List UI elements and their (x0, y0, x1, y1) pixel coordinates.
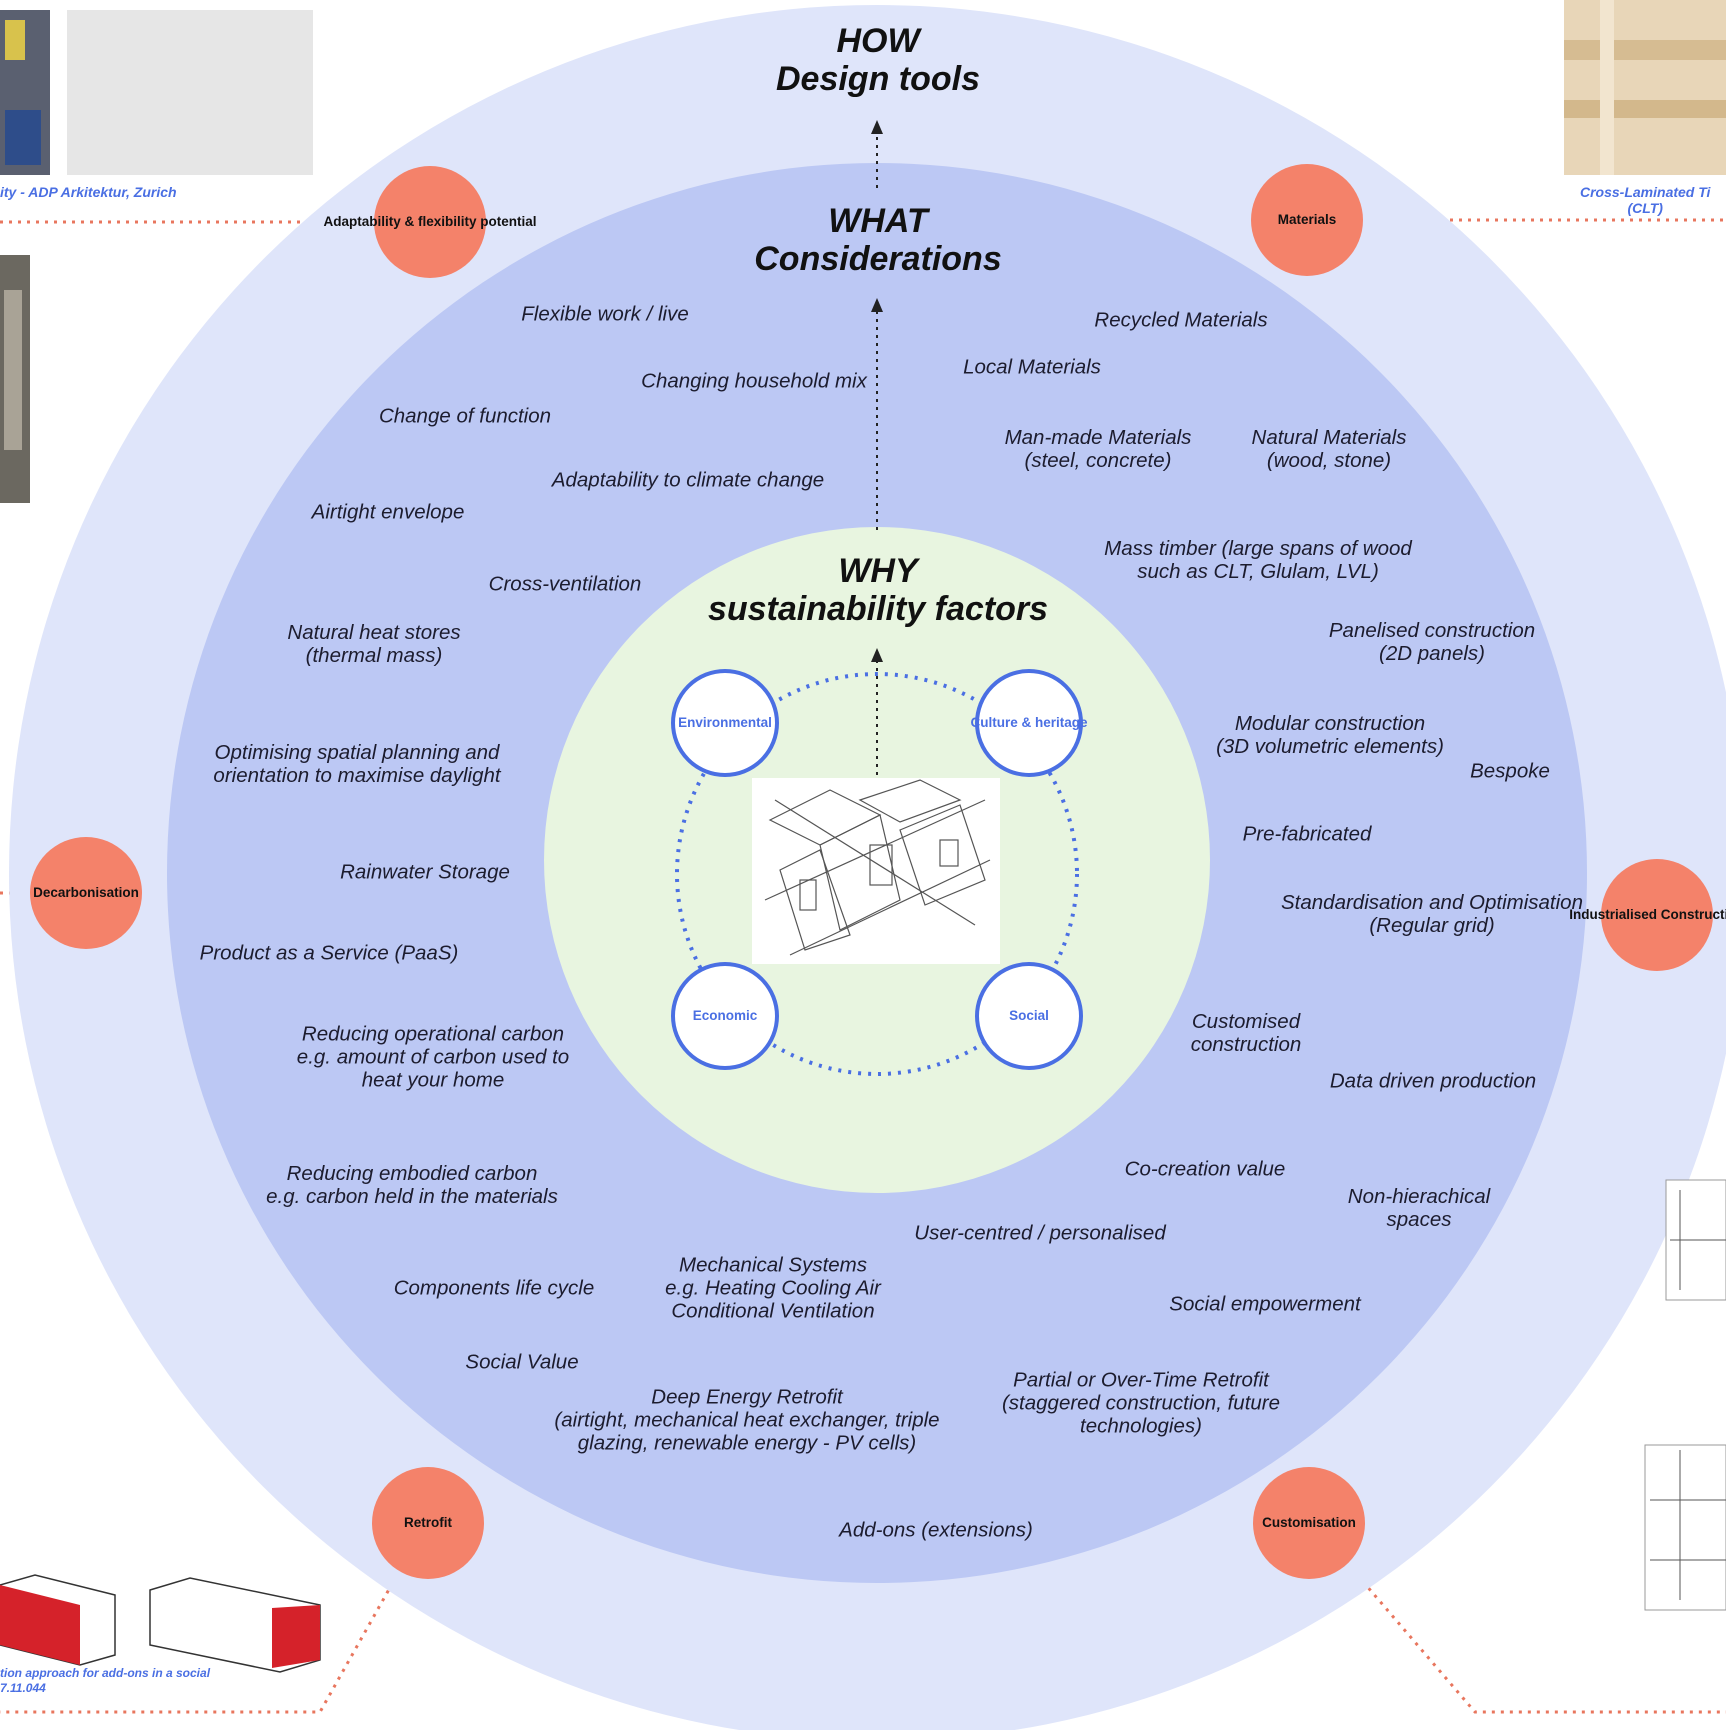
consideration-social-empowerment: Social empowerment (1169, 1292, 1361, 1316)
consideration-non-hierarchical: Non-hierachical spaces (1347, 1185, 1491, 1231)
consideration-life-cycle: Components life cycle (393, 1276, 595, 1300)
tool-retrofit: Retrofit (372, 1467, 484, 1579)
consideration-change-function: Change of function (378, 404, 552, 428)
consideration-partial-retrofit: Partial or Over-Time Retrofit (staggered… (1001, 1368, 1281, 1438)
consideration-operational-carbon: Reducing operational carbon e.g. amount … (296, 1022, 570, 1092)
consideration-co-creation: Co-creation value (1124, 1157, 1286, 1181)
consideration-add-ons: Add-ons (extensions) (839, 1518, 1033, 1542)
consideration-recycled: Recycled Materials (1094, 308, 1268, 332)
thumb-top-right-clt (1564, 0, 1726, 175)
consideration-standardisation: Standardisation and Optimisation (Regula… (1281, 891, 1583, 937)
tool-industrialised-construction: Industrialised Construction (1569, 859, 1726, 971)
thumb-bottom-right-plan (1644, 1444, 1726, 1611)
factor-environmental: Environmental (671, 669, 779, 777)
consideration-rainwater: Rainwater Storage (340, 860, 510, 884)
caption-top-right: Cross-Laminated Ti (CLT) (1580, 184, 1711, 216)
consideration-panelised: Panelised construction (2D panels) (1328, 619, 1536, 665)
how-heading: HOW Design tools (776, 22, 980, 98)
factor-culture-heritage: Culture & heritage (970, 669, 1088, 777)
consideration-natural: Natural Materials (wood, stone) (1251, 426, 1407, 472)
consideration-mass-timber: Mass timber (large spans of wood such as… (1104, 537, 1412, 583)
consideration-customised: Customised construction (1190, 1010, 1302, 1056)
how-heading-line1: HOW (836, 22, 920, 60)
thumb-top-left-photo (0, 10, 50, 175)
consideration-deep-retrofit: Deep Energy Retrofit (airtight, mechanic… (554, 1385, 940, 1455)
consideration-airtight: Airtight envelope (311, 500, 465, 524)
consideration-cross-ventilation: Cross-ventilation (488, 572, 642, 596)
consideration-modular: Modular construction (3D volumetric elem… (1216, 712, 1444, 758)
site-sketch (752, 778, 1000, 964)
consideration-user-centred: User-centred / personalised (914, 1221, 1166, 1245)
why-heading-line2: sustainability factors (707, 590, 1049, 628)
arrow-head-how (871, 120, 883, 134)
tool-adaptability: Adaptability & flexibility potential (323, 166, 537, 278)
consideration-household-mix: Changing household mix (641, 369, 867, 393)
thumb-bottom-left-addons (0, 1574, 321, 1673)
consideration-climate-adaptability: Adaptability to climate change (551, 468, 825, 492)
consideration-thermal-mass: Natural heat stores (thermal mass) (287, 621, 461, 667)
thumb-right-plan (1665, 1179, 1726, 1301)
arrow-head-what (871, 298, 883, 312)
consideration-daylight: Optimising spatial planning and orientat… (213, 741, 501, 787)
tool-decarbonisation: Decarbonisation (30, 837, 142, 949)
tool-materials: Materials (1251, 164, 1363, 276)
how-heading-line2: Design tools (775, 60, 981, 98)
why-heading-line1: WHY (838, 552, 918, 590)
thumb-left-photo (0, 255, 30, 503)
consideration-data-driven: Data driven production (1329, 1069, 1537, 1093)
consideration-paas: Product as a Service (PaaS) (199, 941, 459, 965)
consideration-local: Local Materials (963, 355, 1101, 379)
consideration-bespoke: Bespoke (1470, 759, 1550, 783)
what-heading: WHAT Considerations (754, 202, 1001, 278)
tool-customisation: Customisation (1253, 1467, 1365, 1579)
arrow-head-why (871, 648, 883, 662)
consideration-social-value: Social Value (465, 1350, 579, 1374)
thumb-top-left-plans (67, 10, 313, 175)
consideration-man-made: Man-made Materials (steel, concrete) (1004, 426, 1192, 472)
consideration-prefabricated: Pre-fabricated (1242, 822, 1372, 846)
caption-top-left: ity - ADP Arkitektur, Zurich (0, 184, 177, 200)
what-heading-line2: Considerations (754, 240, 1002, 278)
factor-social: Social (975, 962, 1083, 1070)
consideration-flexible-work: Flexible work / live (521, 302, 689, 326)
what-heading-line1: WHAT (828, 202, 928, 240)
factor-ring (675, 672, 1079, 1076)
factor-economic: Economic (671, 962, 779, 1070)
why-heading: WHY sustainability factors (708, 552, 1048, 628)
caption-bottom-left: tion approach for add-ons in a social 7.… (0, 1666, 211, 1695)
consideration-embodied-carbon: Reducing embodied carbon e.g. carbon hel… (266, 1162, 558, 1208)
connector-customisation (1308, 1519, 1726, 1714)
consideration-mechanical-systems: Mechanical Systems e.g. Heating Cooling … (665, 1253, 881, 1323)
